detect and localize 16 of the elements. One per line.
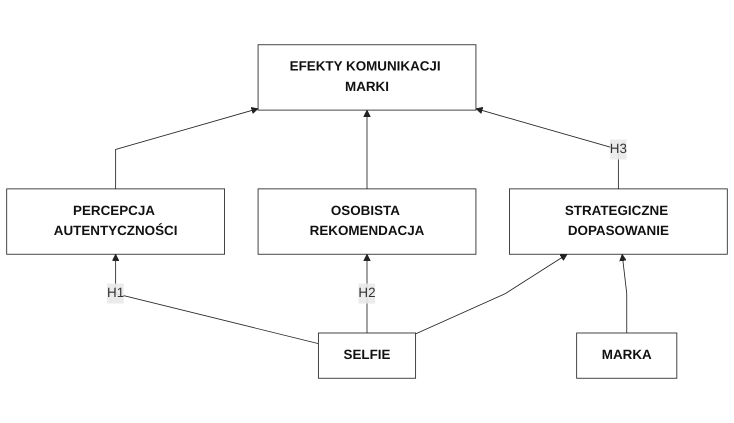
arrow — [476, 106, 619, 190]
node-box: EFEKTY KOMUNIKACJI MARKI — [258, 44, 476, 111]
edge-label: H2 — [358, 286, 376, 300]
edge-label: H3 — [610, 142, 627, 156]
arrow — [363, 254, 371, 334]
node-box: STRATEGICZNE DOPASOWANIE — [509, 188, 728, 255]
arrow — [363, 110, 371, 190]
arrow — [115, 106, 258, 190]
node-box: MARKA — [576, 332, 678, 379]
arrow — [415, 254, 568, 334]
node-box: OSOBISTA REKOMENDACJA — [258, 188, 476, 255]
arrow — [619, 254, 628, 334]
arrow — [112, 254, 319, 344]
node-box: PERCEPCJA AUTENTYCZNOŚCI — [6, 188, 225, 255]
edge-label: H1 — [107, 286, 124, 300]
node-box: SELFIE — [318, 332, 416, 379]
